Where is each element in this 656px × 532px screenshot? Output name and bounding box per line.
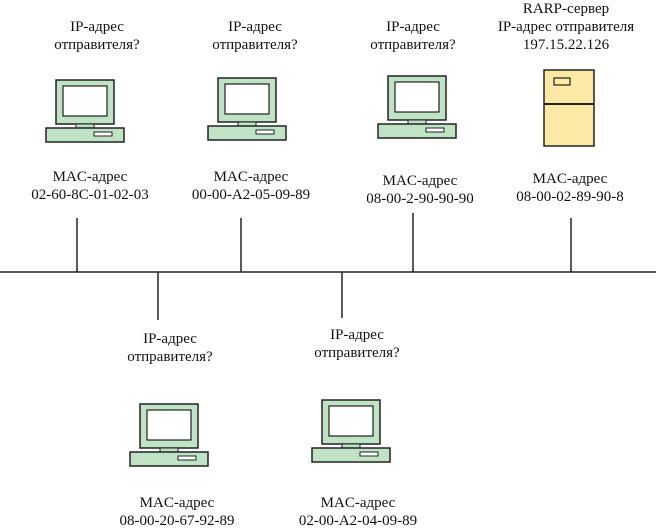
monitor-screen (224, 83, 270, 115)
drive-slot (93, 131, 113, 137)
server-drive (553, 77, 571, 86)
computer-icon (129, 403, 209, 467)
monitor-screen (62, 85, 108, 117)
drive-slot (177, 455, 197, 461)
drive-slot (359, 451, 379, 457)
drive-slot (255, 129, 275, 135)
computer-icon (45, 79, 125, 143)
drive-slot (425, 127, 445, 133)
server-icon (543, 69, 595, 147)
monitor-screen (394, 81, 440, 113)
monitor-screen (328, 405, 374, 437)
computer-icon (311, 399, 391, 463)
computer-icon (377, 75, 457, 139)
computer-icon (207, 77, 287, 141)
monitor-screen (146, 409, 192, 441)
server-tower (543, 69, 595, 147)
